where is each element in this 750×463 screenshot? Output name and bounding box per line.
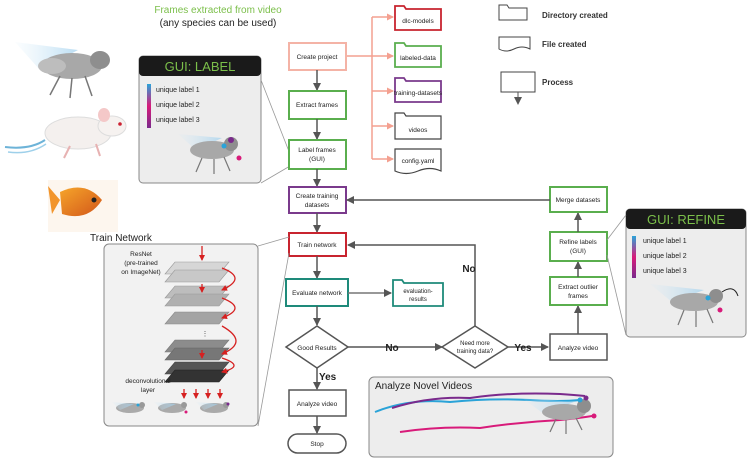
labeled-data-label: labeled-data: [400, 55, 436, 62]
extract-frames-box: [288, 90, 347, 120]
fly-image: [15, 42, 110, 99]
stop-terminator: [287, 433, 347, 454]
legend-process-label: Process: [542, 78, 574, 87]
label-frames-label-2: (GUI): [309, 156, 325, 163]
extract-outlier-label-2: frames: [568, 293, 589, 300]
training-datasets-folder: [394, 77, 442, 103]
svg-text:⋮: ⋮: [202, 331, 209, 338]
legend-file-label: File created: [542, 40, 587, 49]
create-project-label: Create project: [297, 54, 338, 61]
config-label: config.yaml: [402, 158, 435, 165]
dlc-models-folder: [394, 5, 442, 31]
train-panel-title: Train Network: [90, 233, 153, 244]
analyze-novel-videos-panel: Analyze Novel Videos: [368, 376, 614, 458]
stop-label: Stop: [310, 441, 324, 448]
labeled-data-folder: [394, 42, 442, 68]
merge-datasets-label: Merge datasets: [556, 197, 602, 204]
main-flow: Create project Extract frames Label fram…: [284, 42, 608, 454]
good-results-label: Good Results: [297, 345, 337, 352]
legend-process-icon: [500, 71, 536, 93]
legend-directory-label: Directory created: [542, 11, 608, 20]
gui-refine-item-2: unique label 2: [643, 253, 687, 260]
novel-panel-title: Analyze Novel Videos: [375, 381, 472, 392]
gui-label-panel: GUI: LABEL unique label 1 unique label 2…: [138, 55, 262, 184]
mouse-image: [4, 108, 127, 159]
resnet-label-1: ResNet: [130, 251, 152, 258]
legend: Directory created File created Process: [498, 4, 608, 105]
create-training-box: [288, 186, 347, 214]
gui-refine-colorbar: [632, 236, 636, 278]
gui-label-title: GUI: LABEL: [165, 59, 236, 74]
need-more-label-2: training data?: [457, 349, 494, 355]
videos-label: videos: [409, 127, 429, 134]
gui-refine-fly: [650, 284, 739, 327]
create-training-label-1: Create training: [296, 193, 339, 200]
extract-outlier-label-1: Extract outlier: [558, 284, 599, 291]
evaluate-network-label: Evaluate network: [292, 290, 343, 297]
gui-refine-title: GUI: REFINE: [647, 212, 725, 227]
goldfish-image: [48, 180, 118, 232]
gui-label-colorbar: [147, 84, 151, 128]
resnet-label-2: (pre-trained: [124, 260, 158, 267]
gui-refine-item-1: unique label 1: [643, 238, 687, 245]
evaluation-results-label-1: evaluation-: [403, 289, 432, 295]
edge-yes-2: Yes: [514, 343, 532, 354]
train-network-label: Train network: [297, 242, 337, 249]
create-project-box: [288, 42, 347, 71]
config-file: [394, 148, 442, 175]
extract-frames-label: Extract frames: [296, 102, 339, 109]
outputs-column: dlc-models labeled-data training-dataset…: [346, 5, 443, 175]
create-training-label-2: datasets: [305, 202, 330, 209]
novel-video-fly: [522, 395, 597, 434]
need-more-label-1: Need more: [460, 341, 490, 347]
gui-label-item-2: unique label 2: [156, 102, 200, 109]
resnet-label-3: on ImageNet): [121, 269, 160, 276]
deconv-label-2: layer: [141, 387, 156, 394]
dlc-models-label: dlc-models: [402, 18, 434, 25]
legend-directory-icon: [498, 4, 528, 21]
videos-folder: [394, 112, 442, 140]
deconv-label-1: deconvolutional: [125, 378, 171, 385]
gui-label-item-1: unique label 1: [156, 87, 200, 94]
network-layers: ⋮: [164, 261, 230, 383]
legend-file-icon: [498, 36, 531, 52]
frames-subtitle: (any species can be used): [160, 18, 277, 29]
refine-labels-box: [549, 231, 608, 262]
edge-no-1: No: [385, 343, 398, 354]
label-frames-box: [288, 139, 347, 170]
edge-no-2: No: [462, 264, 475, 275]
output-fly-thumbnails: [112, 402, 230, 414]
gui-refine-panel: GUI: REFINE unique label 1 unique label …: [625, 208, 747, 338]
frames-title: Frames extracted from video: [154, 5, 282, 16]
train-network-panel: Train Network ResNet (pre-trained on Ima…: [90, 233, 259, 427]
analyze-video-left-box: [288, 389, 347, 417]
trajectory-purple: [391, 392, 586, 409]
analyze-video-right-label: Analyze video: [558, 345, 599, 352]
refine-labels-label-2: (GUI): [570, 248, 586, 255]
evaluation-results-folder: [392, 279, 444, 307]
gui-label-item-3: unique label 3: [156, 117, 200, 124]
refine-labels-label-1: Refine labels: [559, 239, 597, 246]
training-datasets-label: training-datasets: [394, 90, 443, 97]
label-frames-label-1: Label frames: [298, 147, 336, 154]
extract-outlier-box: [549, 276, 608, 306]
gui-label-fly: [178, 134, 242, 174]
edge-yes-1: Yes: [319, 372, 337, 383]
skip-connection-arrows: [181, 246, 237, 399]
analyze-video-left-label: Analyze video: [297, 401, 338, 408]
gui-refine-item-3: unique label 3: [643, 268, 687, 275]
need-more-data-decision: [440, 325, 510, 369]
evaluation-results-label-2: results: [409, 297, 427, 303]
